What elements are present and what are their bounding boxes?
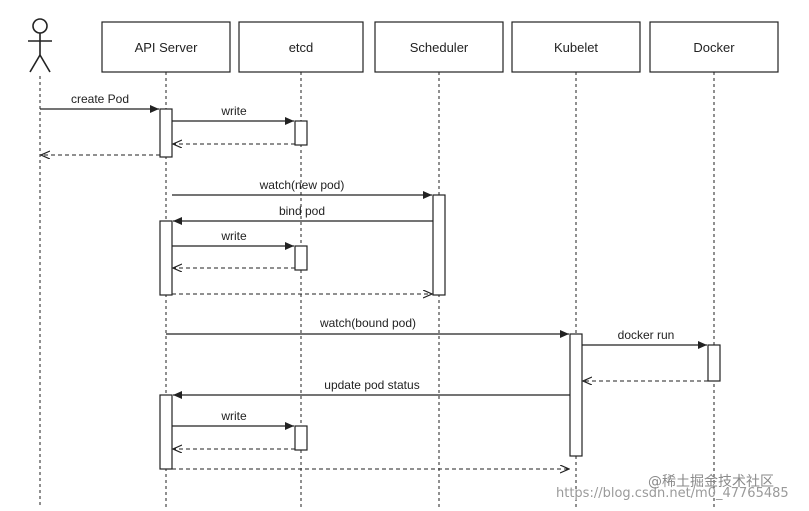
participant-scheduler: Scheduler [374,21,504,73]
participant-kubelet: Kubelet [511,21,641,73]
message-label-create-pod: create Pod [71,92,129,106]
activation-etcd-3 [294,425,308,451]
message-label-write-3: write [220,409,247,423]
activation-api-server-2 [159,220,173,296]
activation-etcd-1 [294,120,308,146]
message-label-watch-bound-pod: watch(bound pod) [319,316,416,330]
message-label-write-1: write [220,104,247,118]
activation-kubelet [569,333,583,457]
message-label-watch-new-pod: watch(new pod) [259,178,345,192]
participant-label: Scheduler [410,40,469,55]
message-label-docker-run: docker run [618,328,675,342]
message-label-write-2: write [220,229,247,243]
activation-scheduler [432,194,446,296]
participant-docker: Docker [649,21,779,73]
message-label-bind-pod: bind pod [279,204,325,218]
participant-label: Kubelet [554,40,598,55]
participant-api-server: API Server [101,21,231,73]
actor-icon [28,18,52,73]
activation-api-server-3 [159,394,173,470]
participant-label: etcd [289,40,314,55]
activation-etcd-2 [294,245,308,271]
participant-label: API Server [135,40,199,55]
watermark-brand: @稀土掘金技术社区 [648,474,774,490]
message-label-update-pod-status: update pod status [324,378,419,392]
participant-etcd: etcd [238,21,364,73]
activation-api-server-1 [159,108,173,158]
activation-docker [707,344,721,382]
participant-label: Docker [693,40,735,55]
watermark-url: https://blog.csdn.net/m0_47765485 [556,486,789,501]
